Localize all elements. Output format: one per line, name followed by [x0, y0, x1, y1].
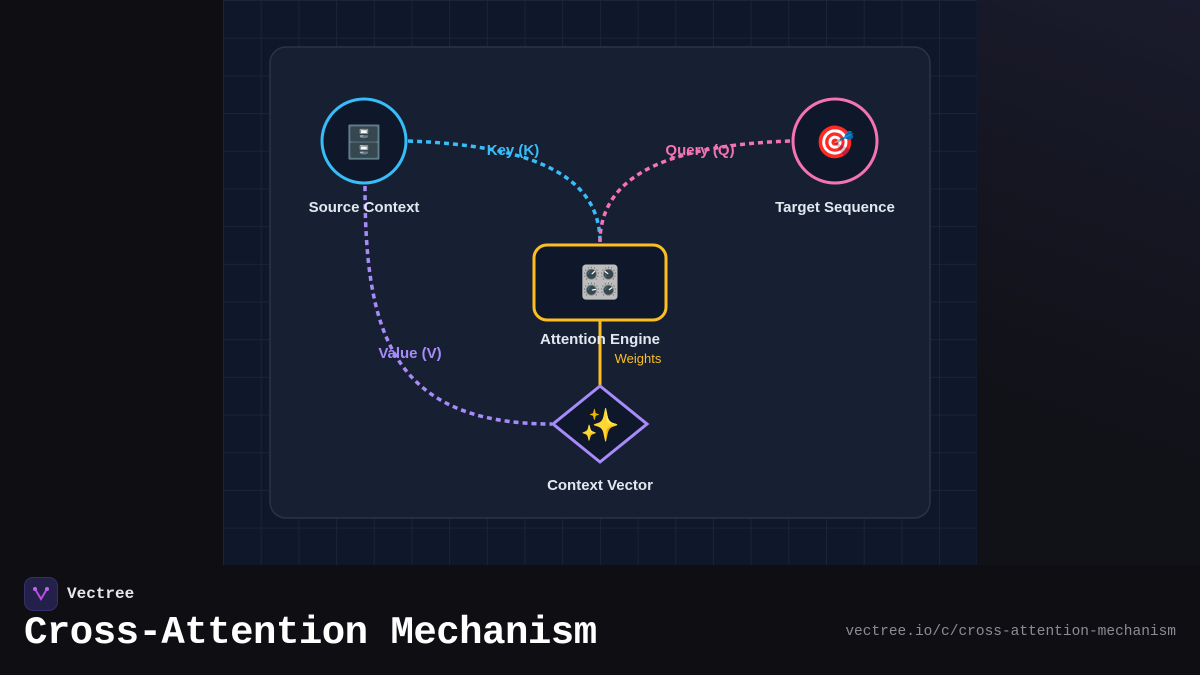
- target-icon: 🎯: [815, 123, 855, 161]
- node-label: Attention Engine: [540, 331, 660, 348]
- edge-label-key: Key (K): [487, 142, 540, 159]
- node-context-vector[interactable]: ✨ Context Vector: [547, 384, 653, 494]
- page-title: Cross-Attention Mechanism: [24, 611, 597, 655]
- control-knobs-icon: 🎛️: [580, 263, 620, 301]
- node-target-sequence[interactable]: 🎯 Target Sequence: [775, 97, 895, 216]
- diagram: Key (K) Query (Q) Value (V) Weights 🗄️ S…: [269, 46, 931, 519]
- edge-label-value: Value (V): [378, 345, 441, 362]
- brand-name: Vectree: [67, 585, 135, 603]
- edge-label-weights: Weights: [615, 351, 662, 366]
- page-url: vectree.io/c/cross-attention-mechanism: [845, 624, 1176, 640]
- edge-value: [363, 185, 553, 426]
- node-label: Context Vector: [547, 477, 653, 494]
- vectree-logo-icon: [24, 577, 58, 611]
- file-cabinet-icon: 🗄️: [344, 123, 384, 161]
- node-label: Source Context: [309, 199, 420, 216]
- node-label: Target Sequence: [775, 199, 895, 216]
- node-attention-engine[interactable]: 🎛️ Attention Engine: [532, 243, 668, 348]
- node-source-context[interactable]: 🗄️ Source Context: [309, 97, 420, 216]
- brand: Vectree: [24, 577, 134, 611]
- edge-query: [598, 139, 791, 243]
- edge-label-query: Query (Q): [665, 142, 734, 159]
- sparkles-icon: ✨: [580, 406, 620, 444]
